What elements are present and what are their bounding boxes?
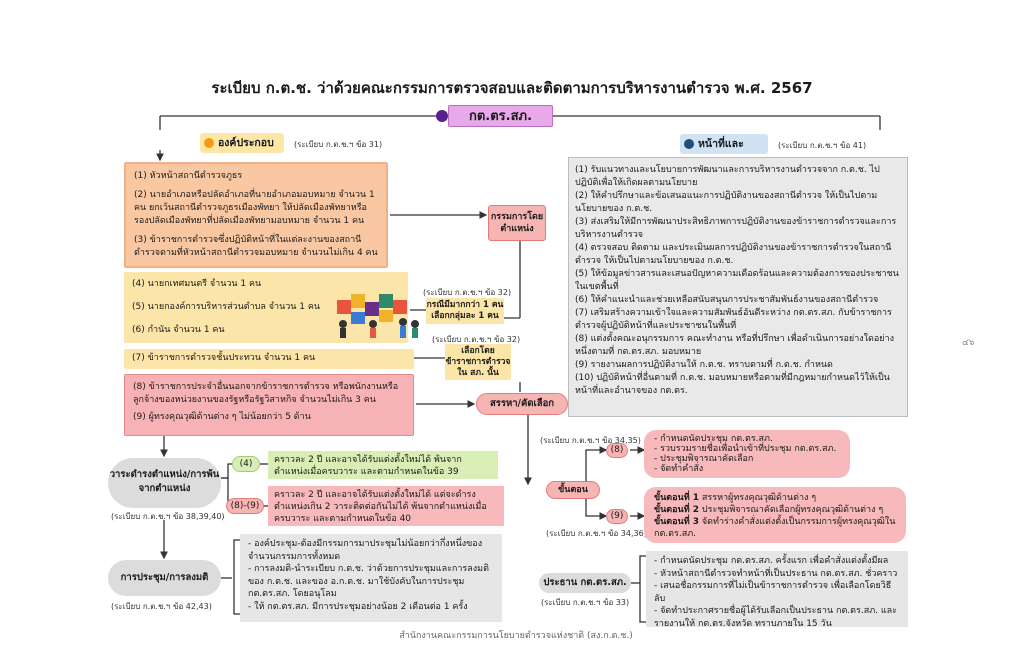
member-item: (2) นายอำเภอหรือปลัดอำเภอที่นายอำเภอมอบห… — [134, 190, 375, 226]
page-number: ๔๖ — [962, 338, 975, 348]
meeting-note-item: - ให้ กต.ตร.สภ. มีการประชุมอย่างน้อย 2 เ… — [248, 601, 468, 612]
member-item: (3) ข้าราชการตำรวจซึ่งปฏิบัติหน้าที่ในแต… — [134, 235, 378, 258]
chair-ref: (ระเบียบ ก.ต.ช.ฯ ข้อ 33) — [541, 598, 630, 607]
duties-header: หน้าที่และอำนาจ — [680, 134, 768, 170]
duty-item: (3) ส่งเสริมให้มีการพัฒนาประสิทธิภาพการป… — [575, 217, 897, 240]
term-pill-8-9: (8)-(9) — [226, 498, 264, 514]
step-text: สรรหาผู้ทรงคุณวุฒิด้านต่าง ๆ — [699, 493, 817, 503]
chair-note-item: - กำหนดนัดประชุม กต.ตร.สภ. ครั้งแรก เพื่… — [654, 556, 889, 566]
member-item: (6) กำนัน จำนวน 1 คน — [132, 325, 225, 335]
meeting-note-item: - การลงมติ-นำระเบียบ ก.ต.ช. ว่าด้วยการปร… — [248, 564, 489, 599]
tag-more-than-one: กรณีมีมากกว่า 1 คน เลือกกลุ่มละ 1 คน — [426, 298, 504, 324]
chair-label: ประธาน กต.ตร.สภ. — [539, 573, 631, 593]
composition-ref: (ระเบียบ ก.ต.ช.ฯ ข้อ 31) — [294, 140, 383, 149]
bullet-dot-icon — [204, 138, 214, 148]
term-pill-4: (4) — [232, 456, 260, 472]
steps-ref-8: (ระเบียบ ก.ต.ช.ฯ ข้อ 34,35) — [540, 436, 641, 445]
term-note-4: คราวละ 2 ปี และอาจได้รับแต่งตั้งใหม่ได้ … — [268, 451, 498, 479]
steps-ref-9: (ระเบียบ ก.ต.ช.ฯ ข้อ 34,36) — [546, 529, 647, 538]
step-text: จัดทำร่างคำสั่งแต่งตั้งเป็นกรรมการผู้ทรง… — [654, 517, 896, 539]
footer: สำนักงานคณะกรรมการนโยบายตำรวจแห่งชาติ (ส… — [399, 631, 633, 641]
duty-item: (2) ให้คำปรึกษาและข้อเสนอแนะการปฏิบัติงา… — [575, 191, 878, 214]
recruit-select-label: สรรหา/คัดเลือก — [476, 393, 568, 415]
step-title: ขั้นตอนที่ 1 — [654, 493, 700, 503]
composition-header-label: องค์ประกอบ — [218, 137, 274, 149]
group-nco: (7) ข้าราชการตำรวจชั้นประทวน จำนวน 1 คน — [124, 349, 414, 369]
tag-selected-by: เลือกโดยข้าราชการตำรวจใน สภ. นั้น — [445, 344, 511, 380]
chair-notes: - กำหนดนัดประชุม กต.ตร.สภ. ครั้งแรก เพื่… — [646, 551, 908, 629]
duty-item: (1) รับแนวทางและนโยบายการพัฒนาและการบริห… — [575, 165, 880, 188]
duty-item: (10) ปฏิบัติหน้าที่อื่นตามที่ ก.ต.ช. มอบ… — [575, 373, 890, 396]
step-item: - กำหนดนัดประชุม กต.ตร.สภ. — [654, 434, 773, 444]
step-item: - รวบรวมรายชื่อเพื่อนำเข้าที่ประชุม กต.ต… — [654, 444, 837, 454]
ref-32-a: (ระเบียบ ก.ต.ช.ฯ ข้อ 32) — [423, 288, 512, 297]
chair-note-item: - หัวหน้าสถานีตำรวจทำหน้าที่เป็นประธาน ก… — [654, 568, 898, 579]
term-ref: (ระเบียบ ก.ต.ช.ฯ ข้อ 38,39,40) — [111, 512, 225, 521]
step-item: ขั้นตอนที่ 1 สรรหาผู้ทรงคุณวุฒิด้านต่าง … — [654, 492, 896, 504]
member-item: (9) ผู้ทรงคุณวุฒิด้านต่าง ๆ ไม่น้อยกว่า … — [133, 412, 311, 422]
duty-item: (6) ให้คำแนะนำและช่วยเหลือสนับสนุนการประ… — [575, 295, 879, 305]
steps-label: ขั้นตอน — [546, 481, 600, 499]
steps-list-9: ขั้นตอนที่ 1 สรรหาผู้ทรงคุณวุฒิด้านต่าง … — [644, 487, 906, 543]
step-title: ขั้นตอนที่ 2 — [654, 505, 700, 515]
step-item: - จัดทำคำสั่ง — [654, 464, 704, 474]
duties-ref: (ระเบียบ ก.ต.ช.ฯ ข้อ 41) — [778, 141, 867, 150]
duty-item: (9) รายงานผลการปฏิบัติงานให้ ก.ต.ช. ทราบ… — [575, 360, 833, 370]
bullet-dot-icon — [684, 139, 694, 149]
member-item: (8) ข้าราชการประจำอื่นนอกจากข้าราชการตำร… — [133, 382, 399, 405]
page-title: ระเบียบ ก.ต.ช. ว่าด้วยคณะกรรมการตรวจสอบแ… — [211, 79, 813, 97]
meeting-ref: (ระเบียบ ก.ต.ช.ฯ ข้อ 42,43) — [111, 602, 212, 611]
puzzle-people-illustration — [337, 294, 419, 338]
duty-item: (8) แต่งตั้งคณะอนุกรรมการ คณะทำงาน หรือท… — [575, 334, 895, 357]
group-ex-officio: (1) หัวหน้าสถานีตำรวจภูธร (2) นายอำเภอหร… — [124, 162, 388, 268]
step-item: ขั้นตอนที่ 2 ประชุมพิจารณาคัดเลือกผู้ทรง… — [654, 504, 896, 516]
step-title: ขั้นตอนที่ 3 — [654, 517, 700, 527]
steps-list-8: - กำหนดนัดประชุม กต.ตร.สภ. - รวบรวมรายชื… — [644, 430, 850, 478]
duty-item: (4) ตรวจสอบ ติดตาม และประเมินผลการปฏิบัต… — [575, 243, 892, 266]
term-note-8-9: คราวละ 2 ปี และอาจได้รับแต่งตั้งใหม่ได้ … — [268, 486, 504, 526]
duty-item: (7) เสริมสร้างความเข้าใจและความสัมพันธ์อ… — [575, 308, 892, 331]
steps-pill-8: (8) — [606, 443, 628, 458]
duties-list: (1) รับแนวทางและนโยบายการพัฒนาและการบริห… — [568, 157, 908, 417]
meeting-note-item: - องค์ประชุม-ต้องมีกรรมการมาประชุมไม่น้อ… — [248, 539, 483, 562]
chair-note-item: - จัดทำประกาศรายชื่อผู้ได้รับเลือกเป็นปร… — [654, 606, 897, 629]
steps-pill-9: (9) — [606, 509, 628, 524]
chair-note-item: - เสนอชื่อกรรมการที่ไม่เป็นข้าราชการตำรว… — [654, 581, 892, 604]
member-item: (1) หัวหน้าสถานีตำรวจภูธร — [134, 171, 243, 181]
central-node: กต.ตร.สภ. — [448, 105, 553, 127]
meeting-label: การประชุม/การลงมติ — [108, 560, 221, 596]
term-label: วาระดำรงตำแหน่ง/การพ้นจากตำแหน่ง — [108, 458, 221, 508]
group-selected: (8) ข้าราชการประจำอื่นนอกจากข้าราชการตำร… — [124, 374, 414, 436]
ex-officio-label: กรรมการโดยตำแหน่ง — [488, 205, 546, 241]
meeting-notes: - องค์ประชุม-ต้องมีกรรมการมาประชุมไม่น้อ… — [240, 534, 502, 622]
ref-32-b: (ระเบียบ ก.ต.ช.ฯ ข้อ 32) — [432, 335, 521, 344]
central-dot-icon — [436, 110, 448, 122]
step-item: ขั้นตอนที่ 3 จัดทำร่างคำสั่งแต่งตั้งเป็น… — [654, 516, 896, 540]
member-item: (4) นายกเทศมนตรี จำนวน 1 คน — [132, 279, 262, 289]
duty-item: (5) ให้ข้อมูลข่าวสารและเสนอปัญหาความเดือ… — [575, 269, 899, 292]
step-item: - ประชุมพิจารณาคัดเลือก — [654, 454, 754, 464]
step-text: ประชุมพิจารณาคัดเลือกผู้ทรงคุณวุฒิด้านต่… — [699, 505, 884, 515]
composition-header: องค์ประกอบ — [200, 133, 284, 153]
member-item: (5) นายกองค์การบริหารส่วนตำบล จำนวน 1 คน — [132, 302, 321, 312]
